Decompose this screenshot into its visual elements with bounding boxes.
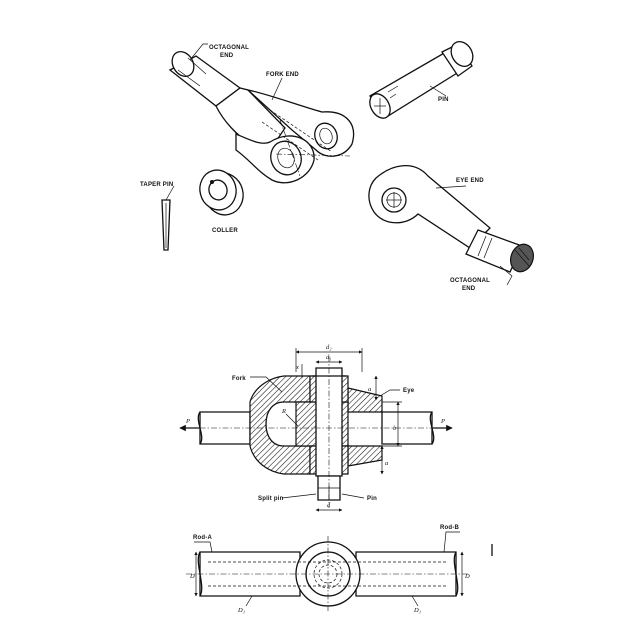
dim-x: x <box>295 364 299 371</box>
dim-D1-left: D₁ <box>237 607 245 614</box>
dim-b: b <box>393 425 397 432</box>
label-coller: COLLER <box>212 228 238 234</box>
eye-end-part <box>368 164 534 273</box>
label-octagonal-end-bottom-2: END <box>462 286 476 292</box>
force-label-left: P <box>185 418 190 425</box>
iso-leaders <box>165 43 513 286</box>
label-pin: PIN <box>438 97 449 103</box>
label-rod-a: Rod-A <box>193 535 212 541</box>
label-octagonal-end-top: OCTAGONAL <box>209 45 249 51</box>
label-octagonal-end-bottom: OCTAGONAL <box>450 278 490 284</box>
label-split-pin: Split pin <box>258 496 284 502</box>
label-eye-end: EYE END <box>456 178 484 184</box>
label-fork-end: FORK END <box>266 72 299 78</box>
label-section-pin: Pin <box>367 496 377 502</box>
label-fork: Fork <box>232 376 246 382</box>
sectional-front-view <box>179 348 453 512</box>
taper-pin-part <box>161 199 171 251</box>
label-taper-pin: TAPER PIN <box>140 182 173 188</box>
dim-a-top: a <box>368 386 371 393</box>
collar-part <box>199 169 244 216</box>
label-eye: Eye <box>403 388 415 394</box>
dim-d1: d₁ <box>326 354 332 361</box>
dim-R: R <box>281 408 286 415</box>
dim-d: d <box>327 502 331 509</box>
plan-view <box>186 531 493 612</box>
dim-d2: d₂ <box>326 344 332 351</box>
dim-a-side: a <box>385 460 388 467</box>
dim-D1-right: D₁ <box>413 607 421 614</box>
label-octagonal-end-top-2: END <box>220 53 234 59</box>
dim-D-right: D <box>464 573 470 580</box>
pin-part <box>368 41 474 119</box>
label-rod-b: Rod-B <box>440 525 459 531</box>
fork-end-part <box>168 51 355 184</box>
force-label-right: P <box>440 418 445 425</box>
dim-D-left: D <box>189 573 195 580</box>
